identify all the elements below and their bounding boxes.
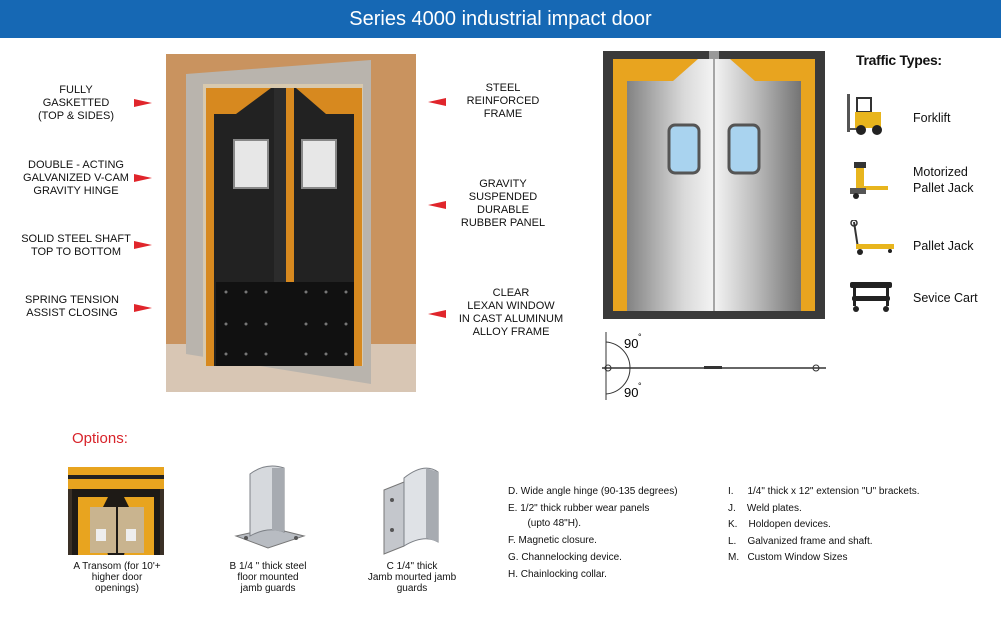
forklift-icon: [847, 94, 882, 135]
degree-symbol: °: [638, 381, 642, 391]
option-list-item: (upto 48"H).: [508, 518, 582, 529]
traffic-label-service-cart: Sevice Cart: [913, 291, 978, 305]
black-door-photo: [166, 54, 416, 392]
option-list-item: I. 1/4" thick x 12" extension "U" bracke…: [728, 486, 920, 497]
option-list-item: M. Custom Window Sizes: [728, 552, 848, 563]
pointer-arrow-icon: [428, 201, 446, 209]
floor-jamb-guard-image: [234, 465, 306, 549]
options-title: Options:: [72, 430, 128, 447]
swing-diagram: 90 ° 90 °: [602, 332, 826, 400]
stainless-door-photo: [603, 51, 825, 319]
pointer-arrow-icon: [428, 310, 446, 318]
pointer-arrow-icon: [134, 99, 152, 107]
feature-label-frame: STEEL REINFORCED FRAME: [466, 82, 540, 120]
option-list-item: F. Magnetic closure.: [508, 535, 597, 546]
feature-label-spring: SPRING TENSION ASSIST CLOSING: [25, 294, 119, 319]
option-list-item: L. Galvanized frame and shaft.: [728, 536, 873, 547]
option-list-item: K. Holdopen devices.: [728, 519, 831, 530]
pallet-jack-icon: [850, 220, 894, 255]
feature-label-shaft: SOLID STEEL SHAFT TOP TO BOTTOM: [21, 233, 131, 258]
pointer-arrow-icon: [134, 304, 152, 312]
swing-angle-bottom: 90: [624, 385, 638, 400]
transom-option-image: [68, 467, 164, 555]
traffic-label-motorized-pallet-jack: Motorized Pallet Jack: [913, 165, 974, 195]
swing-angle-top: 90: [624, 336, 638, 351]
option-caption-jamb-mounted-guard: C 1/4" thick Jamb mourted jamb guards: [367, 561, 457, 594]
option-caption-transom: A Transom (for 10'+ higher door openings…: [73, 561, 161, 594]
option-list-item: J. Weld plates.: [728, 503, 802, 514]
traffic-types-title: Traffic Types:: [856, 52, 942, 68]
option-list-item: D. Wide angle hinge (90-135 degrees): [508, 486, 678, 497]
page-title: Series 4000 industrial impact door: [0, 0, 1001, 38]
option-list-item: H. Chainlocking collar.: [508, 569, 607, 580]
feature-label-gasketted: FULLY GASKETTED (TOP & SIDES): [37, 84, 114, 122]
pointer-arrow-icon: [134, 241, 152, 249]
feature-label-panel: GRAVITY SUSPENDED DURABLE RUBBER PANEL: [460, 178, 546, 229]
option-list-item: E. 1/2" thick rubber wear panels: [508, 503, 650, 514]
feature-label-hinge: DOUBLE - ACTING GALVANIZED V-CAM GRAVITY…: [23, 159, 129, 197]
traffic-label-pallet-jack: Pallet Jack: [913, 239, 974, 253]
degree-symbol: °: [638, 332, 642, 342]
traffic-label-forklift: Forklift: [913, 111, 951, 125]
jamb-mounted-guard-image: [383, 467, 439, 555]
option-caption-floor-jamb-guard: B 1/4 " thick steel floor mounted jamb g…: [229, 561, 307, 594]
pointer-arrow-icon: [428, 98, 446, 106]
motorized-pallet-jack-icon: [850, 162, 888, 199]
option-list-item: G. Channelocking device.: [508, 552, 622, 563]
feature-label-window: CLEAR LEXAN WINDOW IN CAST ALUMINUM ALLO…: [458, 287, 564, 338]
service-cart-icon: [850, 282, 892, 312]
pointer-arrow-icon: [134, 174, 152, 182]
